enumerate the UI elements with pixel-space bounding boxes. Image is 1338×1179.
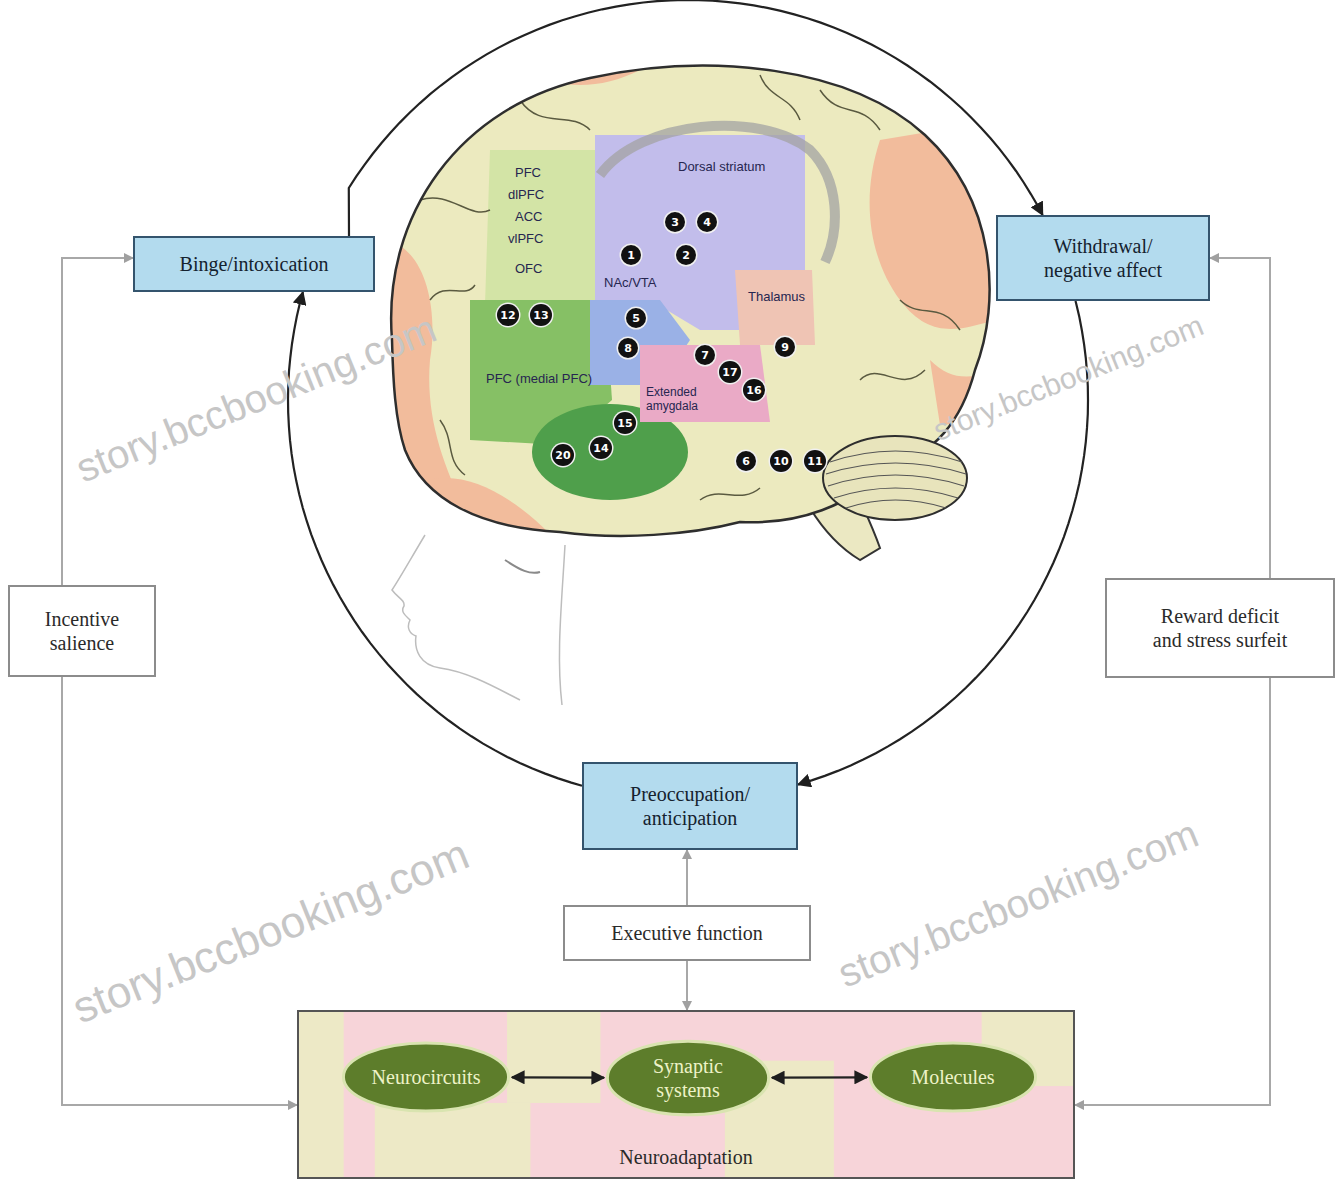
callout-number: 6 (736, 451, 756, 471)
region-label: Dorsal striatum (678, 160, 765, 175)
panel-patch (375, 1103, 531, 1179)
node-label: Executive function (611, 921, 763, 945)
callout-number: 5 (626, 308, 646, 328)
callout-number: 8 (618, 338, 638, 358)
callout-number: 10 (770, 450, 792, 472)
level-ellipse: Molecules (867, 1040, 1039, 1114)
cycle-arrow (349, 0, 1043, 236)
ellipse-outline (343, 1043, 508, 1111)
influence-arrow (1210, 258, 1270, 578)
cerebellum (823, 436, 967, 520)
region-label: dlPFC (508, 188, 544, 203)
callout-number: 15 (614, 412, 636, 434)
domain-box: Executive function (563, 905, 811, 961)
head-outline (392, 535, 520, 700)
watermark: story.bccbooking.com (831, 809, 1205, 997)
callout-number: 2 (676, 245, 696, 265)
level-ellipse: Neurocircuits (340, 1040, 512, 1114)
amygdala-region (640, 345, 770, 422)
ellipse-outline (870, 1043, 1035, 1111)
watermark: story.bccbooking.com (65, 827, 476, 1034)
callout-number: 13 (530, 304, 552, 326)
callout-number: 4 (697, 212, 717, 232)
callout-number: 20 (552, 444, 574, 466)
cycle-arrow (512, 1076, 604, 1079)
region-label: OFC (515, 262, 542, 277)
region-label: Thalamus (748, 290, 805, 305)
brain-outline (391, 66, 989, 536)
node-label: Molecules (911, 1065, 994, 1089)
cerebellum-folds (826, 451, 966, 508)
callout-number: 17 (719, 361, 741, 383)
node-label: Binge/intoxication (180, 252, 329, 276)
ellipse-outline (607, 1041, 768, 1115)
neck-outline (559, 545, 565, 705)
corpus-callosum (600, 126, 835, 262)
node-label: Neurocircuits (372, 1065, 481, 1089)
region-label: NAc/VTA (604, 276, 657, 291)
node-label: Synaptic systems (633, 1054, 743, 1102)
influence-arrow (686, 961, 688, 1010)
domain-box: Incentive salience (8, 585, 156, 677)
stage-box: Preoccupation/ anticipation (582, 762, 798, 850)
stage-box: Withdrawal/ negative affect (996, 215, 1210, 301)
node-label: Preoccupation/ anticipation (615, 782, 765, 830)
callout-number: 1 (621, 245, 641, 265)
brain-shape (391, 66, 989, 536)
pfc-region (485, 150, 595, 305)
level-ellipse: Synaptic systems (604, 1038, 772, 1118)
node-label: Neuroadaptation (619, 1145, 752, 1169)
panel-patch (297, 1010, 344, 1179)
node-label: Reward deficit and stress surfeit (1145, 604, 1295, 652)
cycle-arrow (772, 1076, 867, 1079)
callout-number: 16 (743, 379, 765, 401)
neuroadaptation-panel: Neuroadaptation Neurocircuits Synaptic sys… (297, 1010, 1075, 1179)
region-label: PFC (515, 166, 541, 181)
panel-patch (507, 1010, 600, 1103)
callout-number: 9 (775, 337, 795, 357)
thalamus-region (735, 270, 815, 345)
cortex-patch (420, 478, 560, 548)
domain-box: Reward deficit and stress surfeit (1105, 578, 1335, 678)
region-label: PFC (medial PFC) (486, 372, 592, 387)
region-label: Extended amygdala (646, 386, 722, 414)
influence-arrow (686, 850, 688, 905)
influence-arrow (62, 677, 297, 1105)
watermark: story.bccbooking.com (928, 307, 1208, 448)
callout-number: 7 (695, 345, 715, 365)
stage-box: Binge/intoxication (133, 236, 375, 292)
node-label: Withdrawal/ negative affect (1028, 234, 1178, 282)
ear-detail (505, 560, 540, 573)
influence-arrow (62, 258, 133, 585)
region-label: ACC (515, 210, 542, 225)
callout-number: 11 (804, 450, 826, 472)
callout-number: 3 (665, 212, 685, 232)
callout-number: 14 (590, 437, 612, 459)
ellipse-shape (604, 1038, 772, 1118)
region-label: vlPFC (508, 232, 543, 247)
watermark: story.bccbooking.com (69, 304, 443, 492)
panel-ground (297, 1010, 1075, 1179)
callout-number: 12 (497, 304, 519, 326)
node-label: Incentive salience (27, 607, 137, 655)
